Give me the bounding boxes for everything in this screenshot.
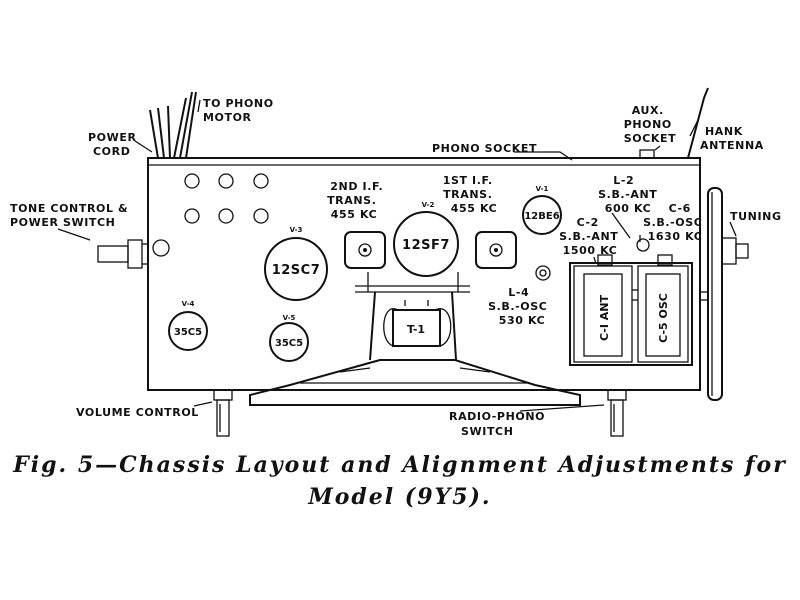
l4-label: L-4 S.B.-OSC 530 KC (488, 286, 552, 327)
tube-v1-pos: V-1 (536, 185, 549, 193)
tone-control-label: TONE CONTROL & POWER SWITCH (10, 202, 133, 229)
volume-control-shaft (213, 389, 233, 437)
radio-phono-switch-label: RADIO-PHONO SWITCH (449, 410, 550, 438)
tube-v1-type: 12BE6 (524, 211, 559, 222)
figure-caption-line2: Model (9Y5). (308, 484, 492, 510)
chassis-outline (147, 157, 701, 391)
t1-label: T-1 (407, 323, 425, 336)
c6-label: C-6 S.B.-OSC 1630 KC (643, 202, 707, 243)
second-if-label: 2ND I.F. TRANS. 455 KC (327, 180, 388, 221)
l2-label: L-2 S.B.-ANT 600 KC (598, 174, 662, 215)
c6-adjuster (636, 238, 650, 252)
radio-phono-switch-shaft (607, 389, 627, 437)
second-if-transformer (344, 231, 386, 269)
phono-socket-label: PHONO SOCKET (432, 142, 537, 155)
mounting-holes (184, 173, 269, 224)
antenna-wire (687, 87, 709, 159)
speaker-assembly: T-1 (249, 272, 581, 406)
leader-lines (57, 99, 737, 412)
tuning-gang: C-I ANT C-5 OSC (569, 254, 693, 366)
c1-ant-label: C-I ANT (598, 294, 611, 341)
tube-v1: V-1 12BE6 (522, 185, 562, 235)
tube-v3-pos: V-3 (290, 226, 303, 234)
tube-v3-type: 12SC7 (272, 263, 321, 278)
tube-v2-pos: V-2 (422, 201, 435, 209)
aux-phono-socket-label: AUX. PHONO SOCKET (624, 104, 677, 145)
figure-caption-line1: Fig. 5—Chassis Layout and Alignment Adju… (13, 452, 787, 478)
hank-antenna-label: HANK ANTENNA (700, 125, 764, 152)
tube-v3: V-3 12SC7 (264, 226, 328, 301)
tube-v2-type: 12SF7 (402, 238, 450, 253)
power-cord-wires (149, 91, 197, 159)
tone-control-shaft (97, 239, 148, 269)
c2-label: C-2 S.B.-ANT 1500 KC (559, 216, 623, 257)
tube-v4-type: 35C5 (174, 327, 202, 338)
c5-osc-label: C-5 OSC (657, 293, 670, 343)
power-cord-label: POWER CORD (88, 131, 141, 158)
tone-control-knob-hole (152, 239, 170, 257)
first-if-transformer (475, 231, 517, 269)
tube-v5-pos: V-5 (283, 314, 296, 322)
tube-v2: V-2 12SF7 (393, 201, 459, 277)
tube-v4: V-4 35C5 (168, 300, 208, 351)
to-phono-motor-label: TO PHONO MOTOR (203, 97, 278, 124)
first-if-label: 1ST I.F. TRANS. 455 KC (443, 174, 498, 215)
tuning-pulley (700, 187, 749, 401)
tube-v5-type: 35C5 (275, 338, 303, 349)
volume-control-label: VOLUME CONTROL (76, 406, 199, 419)
tube-v4-pos: V-4 (182, 300, 195, 308)
tuning-label: TUNING (730, 210, 782, 223)
tube-v5: V-5 35C5 (269, 314, 309, 362)
aux-phono-socket (639, 149, 655, 159)
l4-adjuster (535, 265, 551, 281)
